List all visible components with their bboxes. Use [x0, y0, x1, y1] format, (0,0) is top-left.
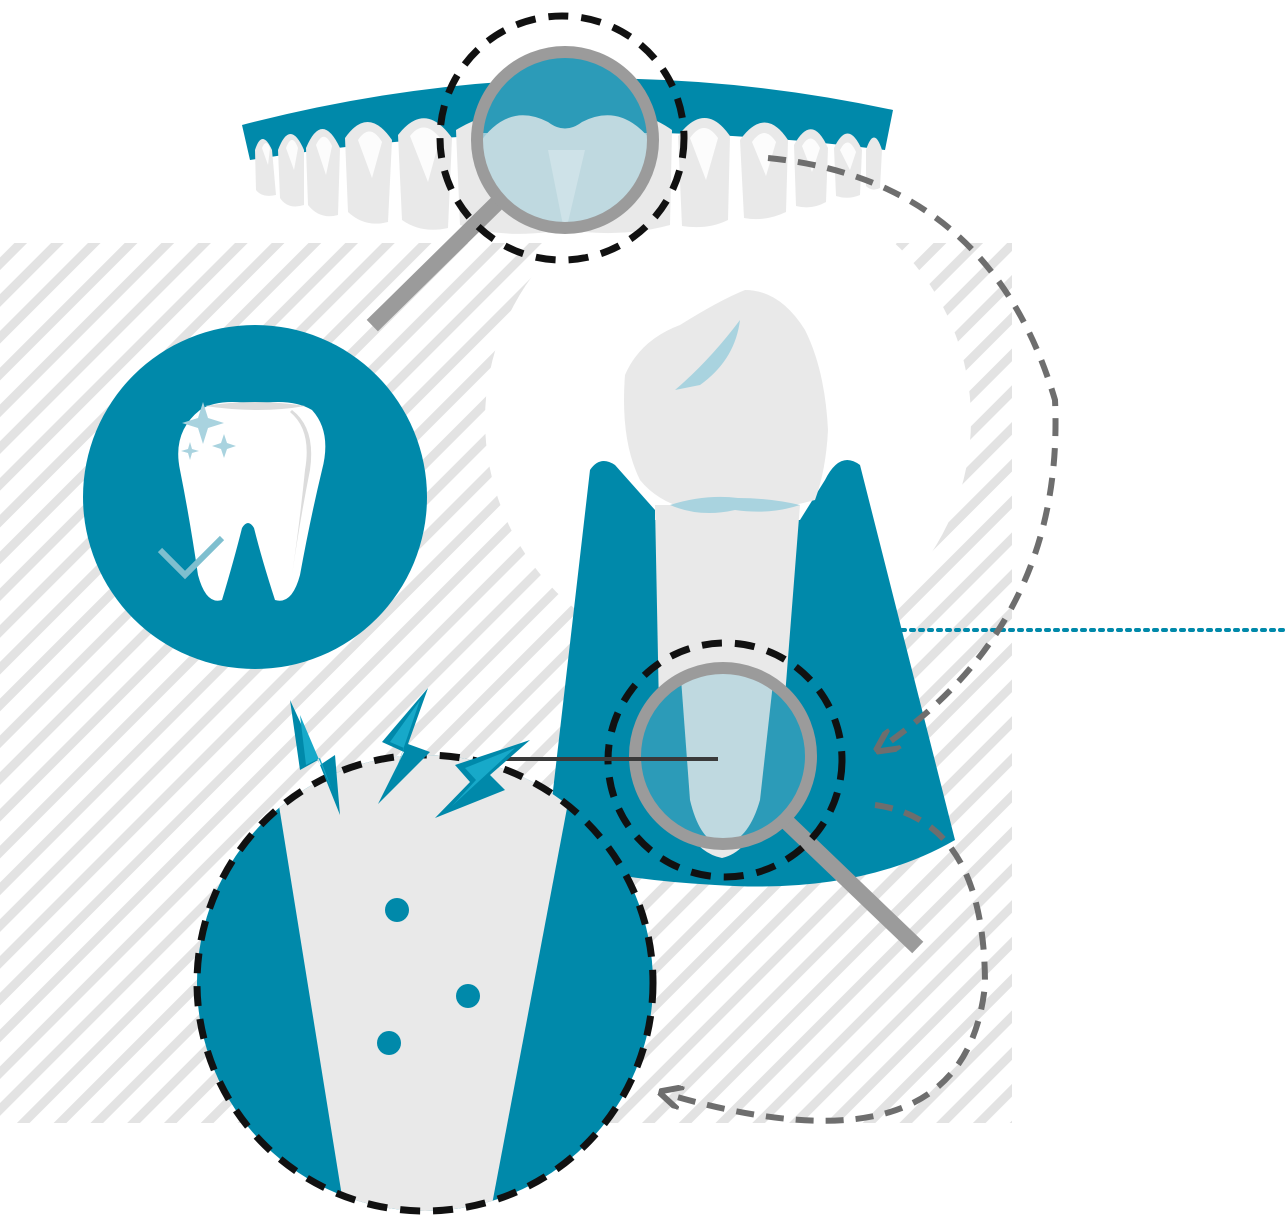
healthy-tooth-icon: [83, 325, 427, 669]
